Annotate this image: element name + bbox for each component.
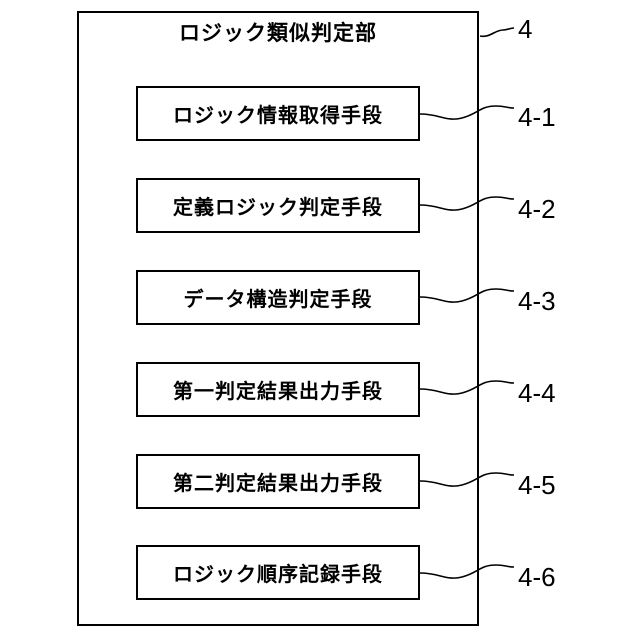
leader-line-4 <box>480 28 514 36</box>
ref-label-module: 4-3 <box>518 286 556 316</box>
ref-label-module: 4-1 <box>518 102 556 132</box>
leader-line-4-5 <box>420 473 514 486</box>
ref-label-module: 4-2 <box>518 194 556 224</box>
leader-line-4-3 <box>420 289 514 302</box>
leader-line-4-6 <box>420 565 514 578</box>
ref-label-module: 4-4 <box>518 378 556 408</box>
ref-label-module: 4-5 <box>518 470 556 500</box>
leader-line-4-4 <box>420 381 514 394</box>
ref-label-outer: 4 <box>518 14 532 44</box>
ref-label-module: 4-6 <box>518 562 556 592</box>
leader-line-4-2 <box>420 197 514 210</box>
leader-line-4-1 <box>420 106 514 119</box>
